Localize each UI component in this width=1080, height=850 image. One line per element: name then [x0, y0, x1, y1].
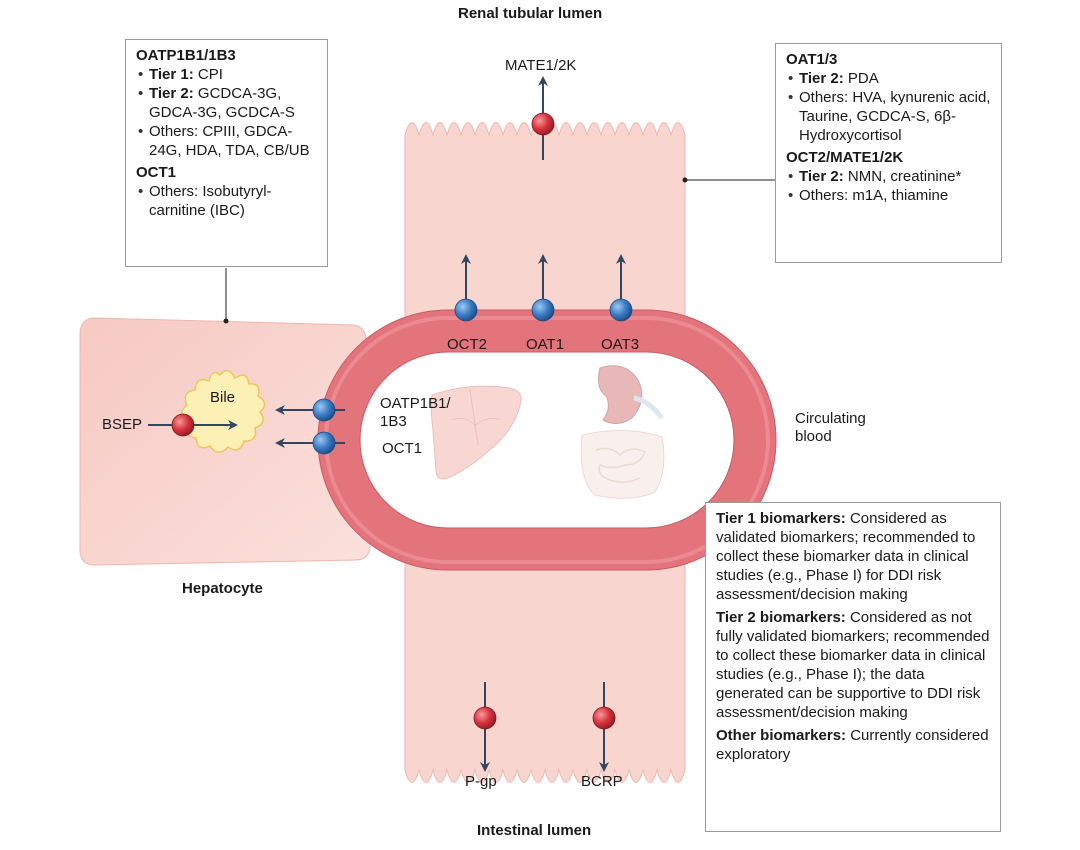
hepatic-biomarker-box: OATP1B1/1B3 Tier 1: CPI Tier 2: GCDCA-3G… [125, 39, 328, 267]
renal-biomarker-box: OAT1/3 Tier 2: PDA Others: HVA, kynureni… [775, 43, 1002, 263]
list-item: Tier 1: CPI [136, 65, 317, 84]
list-item: Tier 2: NMN, creatinine* [786, 167, 991, 186]
list-item: Others: Isobutyryl-carnitine (IBC) [136, 182, 317, 220]
oatp-transporter-icon [312, 398, 336, 422]
intestinal-lumen-title: Intestinal lumen [477, 822, 592, 839]
oct2-mate-heading: OCT2/MATE1/2K [786, 149, 904, 166]
intestine-icon [580, 430, 665, 499]
oat1-label: OAT1 [526, 336, 565, 353]
oct1-label: OCT1 [382, 440, 423, 457]
oatp-heading: OATP1B1/1B3 [136, 47, 236, 64]
pgp-transporter-icon [473, 706, 497, 730]
oat-heading: OAT1/3 [786, 51, 838, 68]
oat1-transporter-icon [531, 298, 555, 322]
oct2-transporter-icon [454, 298, 478, 322]
renal-lumen-title: Renal tubular lumen [458, 5, 603, 22]
bcrp-transporter-icon [592, 706, 616, 730]
other-definition: Other biomarkers: Currently considered e… [716, 727, 989, 763]
mate-label: MATE1/2K [505, 57, 577, 74]
oct1-heading: OCT1 [136, 164, 177, 181]
bile-label: Bile [210, 389, 236, 406]
hepatocyte-title: Hepatocyte [182, 580, 263, 597]
list-item: Tier 2: GCDCA-3G, GDCA-3G, GCDCA-S [136, 84, 317, 122]
bsep-label: BSEP [102, 416, 143, 433]
liver-icon [430, 385, 522, 480]
oct2-mate-biomarker-list: Tier 2: NMN, creatinine* Others: m1A, th… [786, 167, 991, 205]
oatp-label: OATP1B1/ 1B3 [380, 395, 451, 430]
intestinal-cell [404, 554, 686, 783]
oct2-label: OCT2 [447, 336, 488, 353]
list-item: Tier 2: PDA [786, 69, 991, 88]
renal-tubule-cell [404, 122, 686, 321]
kidney-icon [598, 365, 664, 424]
circulating-blood-label: Circulating blood [795, 410, 866, 445]
bile-canaliculus [180, 369, 266, 453]
oct1-transporter-icon [312, 431, 336, 455]
bsep-transporter-icon [171, 413, 195, 437]
tier-legend-box: Tier 1 biomarkers: Considered as validat… [705, 502, 1001, 832]
tier2-definition: Tier 2 biomarkers: Considered as not ful… [716, 609, 990, 721]
oat3-label: OAT3 [601, 336, 640, 353]
pgp-label: P-gp [465, 773, 497, 790]
bcrp-label: BCRP [581, 773, 623, 790]
oat3-transporter-icon [609, 298, 633, 322]
list-item: Others: m1A, thiamine [786, 186, 991, 205]
oatp-biomarker-list: Tier 1: CPI Tier 2: GCDCA-3G, GDCA-3G, G… [136, 65, 317, 160]
list-item: Others: CPIII, GDCA-24G, HDA, TDA, CB/UB [136, 122, 317, 160]
mate-transporter-icon [531, 112, 555, 136]
oat-biomarker-list: Tier 2: PDA Others: HVA, kynurenic acid,… [786, 69, 991, 145]
tier1-definition: Tier 1 biomarkers: Considered as validat… [716, 510, 976, 603]
list-item: Others: HVA, kynurenic acid, Taurine, GC… [786, 88, 991, 145]
oct1-biomarker-list: Others: Isobutyryl-carnitine (IBC) [136, 182, 317, 220]
